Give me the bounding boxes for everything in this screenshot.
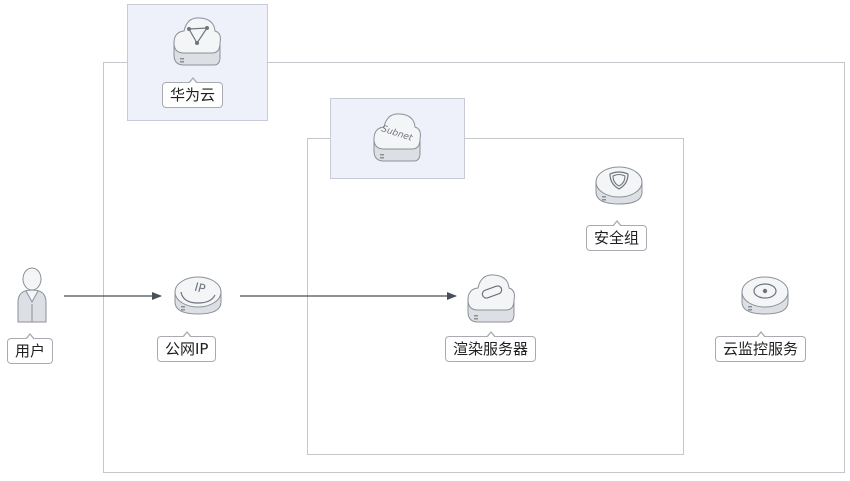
render-server-label: 渲染服务器 bbox=[445, 331, 537, 362]
elastic-ip-icon: IP bbox=[174, 276, 222, 315]
subnet-cloud-icon: Subnet bbox=[373, 113, 421, 162]
eip-label: 公网IP bbox=[157, 331, 217, 362]
cloud-eye-monitor-icon bbox=[741, 276, 789, 315]
cloud-network-icon bbox=[173, 17, 221, 66]
user-person-icon bbox=[17, 267, 47, 323]
user-label: 用户 bbox=[7, 333, 54, 364]
cloud-monitor-label: 云监控服务 bbox=[715, 331, 807, 362]
eip-icon-text: IP bbox=[193, 280, 207, 296]
security-group-label: 安全组 bbox=[586, 220, 648, 251]
security-shield-icon bbox=[595, 166, 643, 205]
ecs-server-icon bbox=[467, 274, 515, 323]
huawei-cloud-label: 华为云 bbox=[162, 77, 224, 108]
